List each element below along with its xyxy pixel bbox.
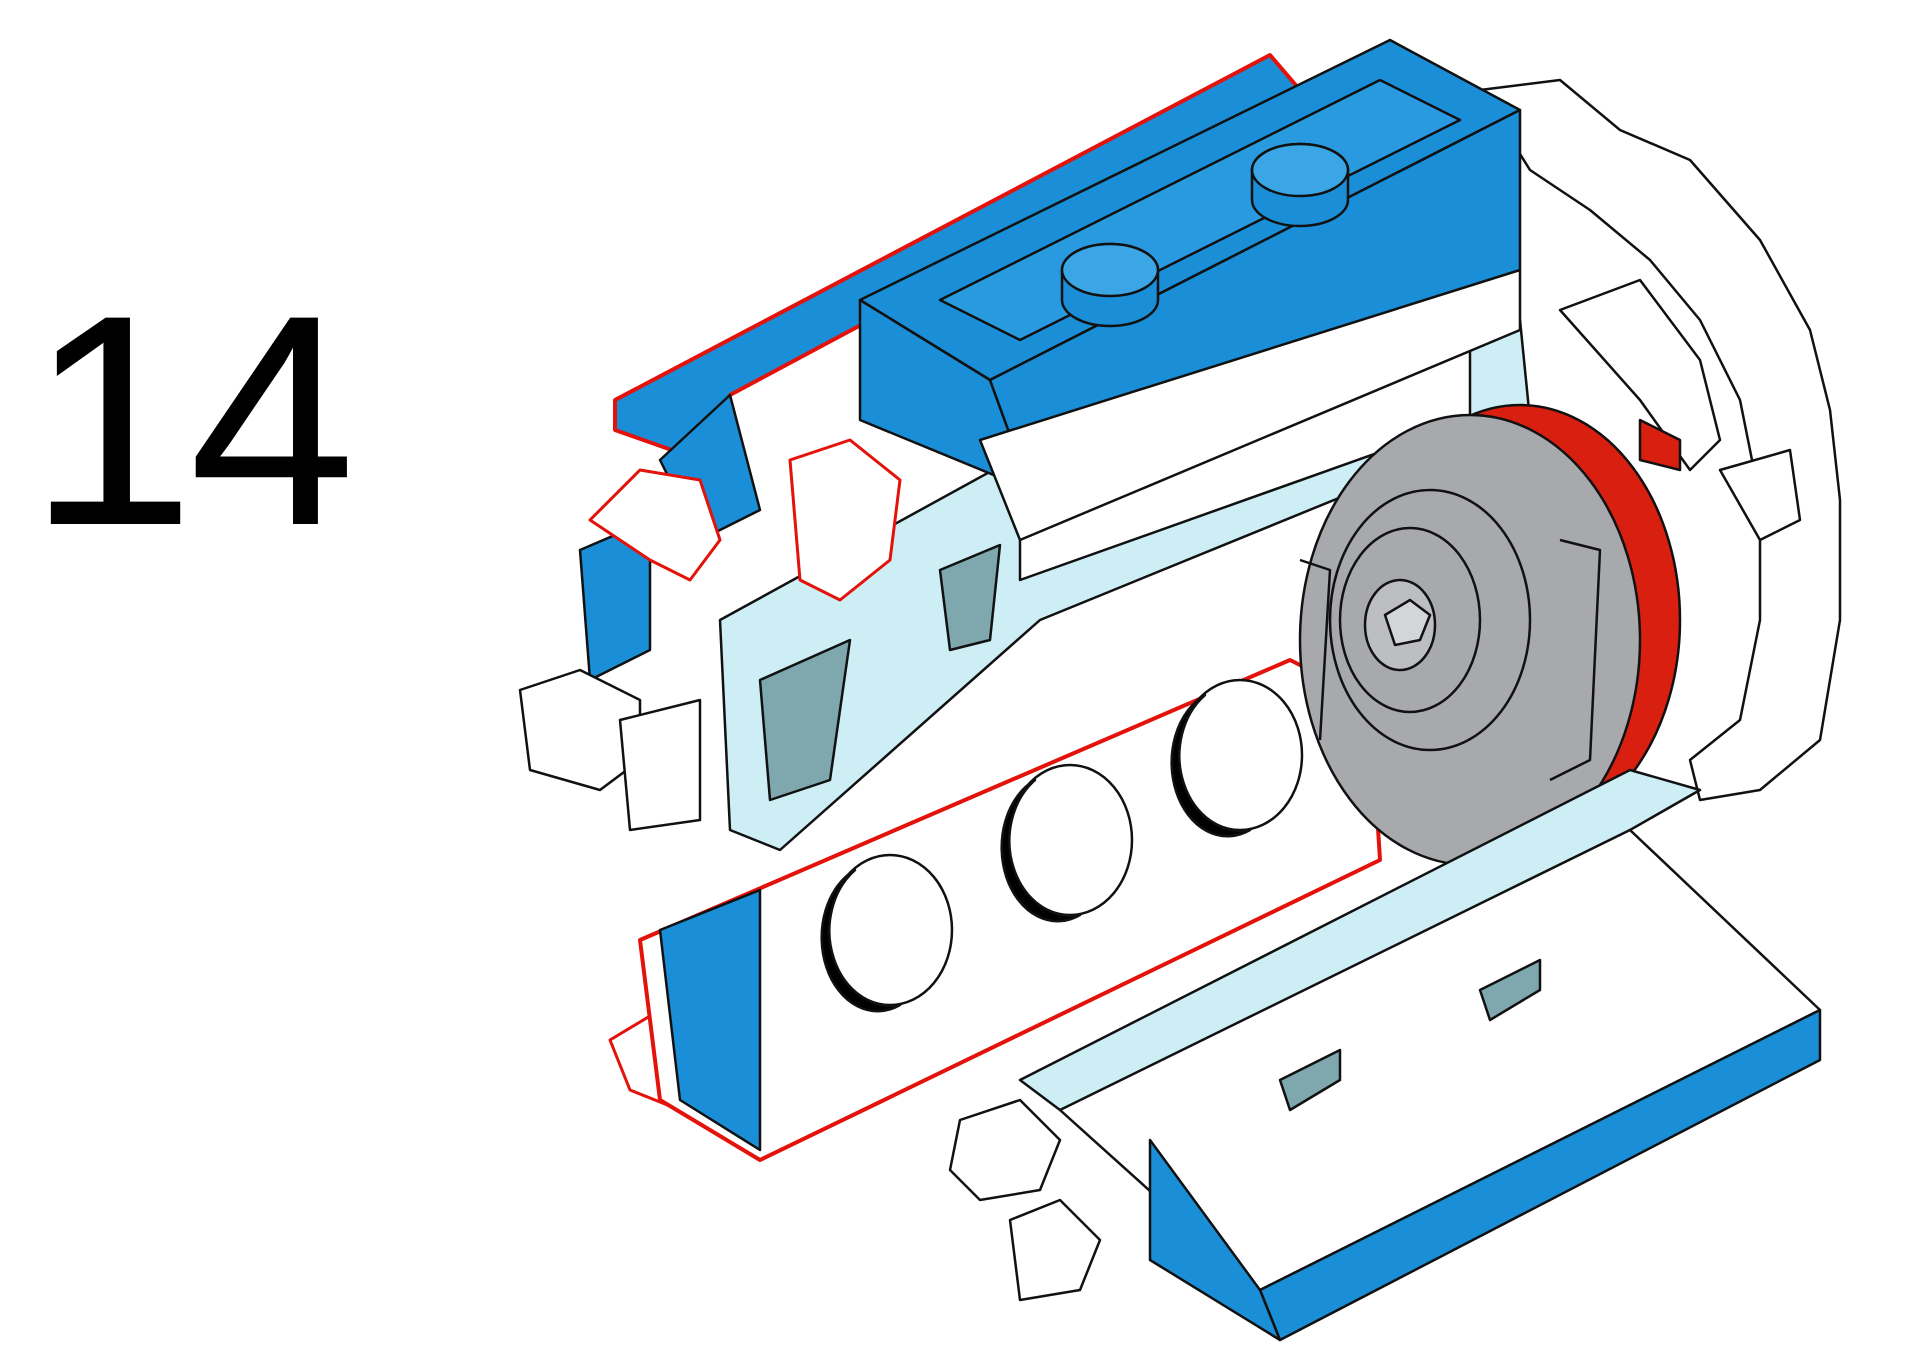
step-number: 14 (28, 252, 356, 588)
white-clip-arch-right (1478, 78, 1842, 802)
wheel-assembly (1298, 403, 1682, 867)
white-brick-with-holes (638, 658, 1382, 1162)
blue-brick-1x4-top (858, 38, 1522, 582)
blue-plate-bottom (1018, 768, 1822, 1342)
